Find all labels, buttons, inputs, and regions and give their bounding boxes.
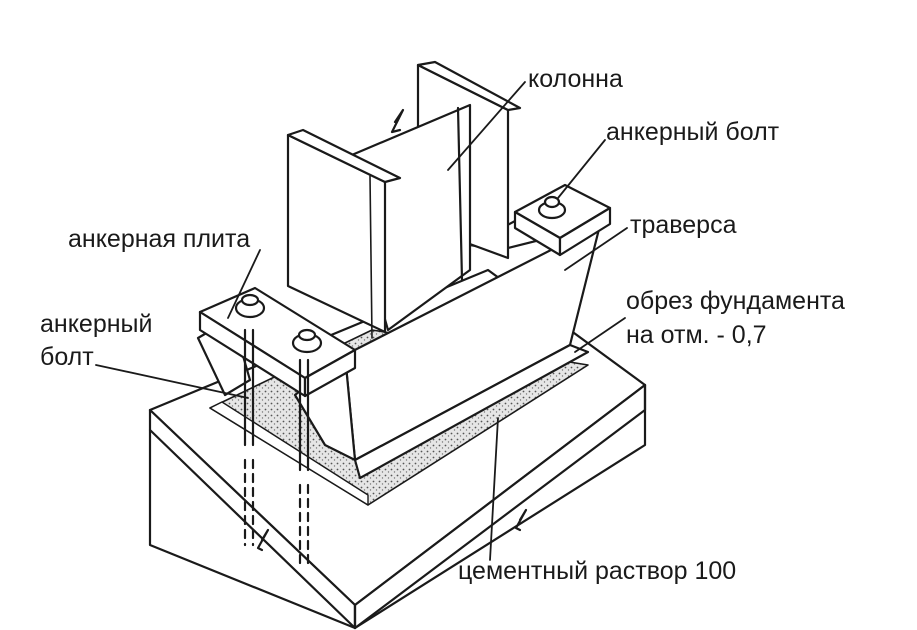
anchor-nut-right [537,195,567,220]
label-anchor-plate: анкерная плита [68,225,251,253]
label-foundation-edge-line1: обрез фундамента [626,287,845,315]
label-column: колонна [528,65,623,93]
anchor-nut-left-1 [234,293,266,319]
label-anchor-bolt-left-line2: болт [40,343,94,371]
traverse-bottom-flange [353,343,590,480]
label-anchor-bolt-right: анкерный болт [606,118,780,146]
label-anchor-bolt-left-line1: анкерный [40,310,153,338]
leader-column [447,81,526,171]
leader-lines [95,81,628,561]
label-cement-mortar: цементный раствор 100 [458,557,737,585]
leader-foundation-edge [574,317,626,353]
anchor-nut-left-2 [291,328,323,354]
leader-traverse [564,227,628,271]
label-foundation-edge-line2: на отм. - 0,7 [626,321,767,349]
column [286,60,522,339]
leader-anchor-bolt-right [557,139,606,199]
leader-anchor-plate [227,249,261,319]
label-traverse: траверса [630,211,737,239]
leader-anchor-bolt-left [95,364,249,399]
anchor-bolts-left [243,328,310,567]
leader-cement-mortar [489,417,499,561]
